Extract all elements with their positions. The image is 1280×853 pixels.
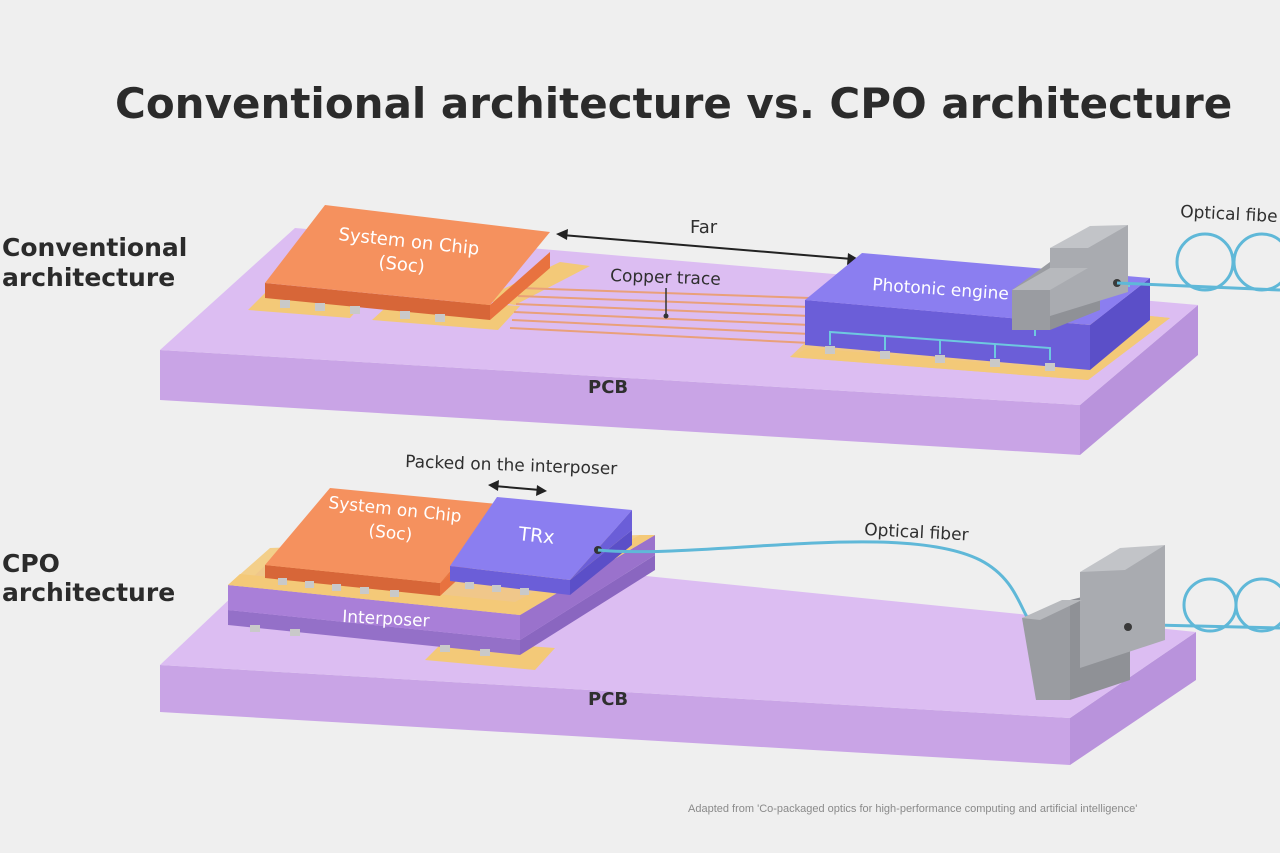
page-title: Conventional architecture vs. CPO archit… xyxy=(115,79,1232,128)
copper-traces xyxy=(509,287,811,344)
far-label: Far xyxy=(690,217,718,238)
conventional-label-line1: Conventional xyxy=(2,233,187,262)
interposer-label: Interposer xyxy=(342,607,430,632)
cpo-soc-label-line2: (Soc) xyxy=(367,521,413,545)
conventional-soc-chip xyxy=(265,205,550,322)
trx-chip xyxy=(450,497,632,595)
conventional-soc-label-line2: (Soc) xyxy=(377,252,425,278)
footnote: Adapted from 'Co-packaged optics for hig… xyxy=(688,803,1137,815)
conventional-label-line2: architecture xyxy=(2,263,175,292)
conventional-optical-fiber xyxy=(1116,232,1280,292)
cpo-fiber-coil xyxy=(1182,577,1280,633)
far-arrow xyxy=(556,229,860,265)
interposer xyxy=(228,535,655,656)
trx-label: TRx xyxy=(516,523,555,549)
cpo-pcb-label: PCB xyxy=(588,689,628,710)
cpo-fiber-connector xyxy=(1022,545,1165,700)
conventional-fiber-connector xyxy=(1012,225,1128,330)
conventional-pcb-label: PCB xyxy=(588,377,628,398)
cpo-diagram: CPO architecture PCB Interposer xyxy=(2,452,1280,765)
copper-trace-label: Copper trace xyxy=(610,266,721,290)
copper-trace-pointer-dot xyxy=(663,313,669,319)
cpo-label-line2: architecture xyxy=(2,578,175,607)
packed-arrow xyxy=(488,480,547,496)
conventional-diagram: Conventional architecture PCB Copper tra… xyxy=(2,202,1280,455)
conventional-fiber-label: Optical fibe xyxy=(1180,202,1278,227)
cpo-optical-fiber xyxy=(597,540,1280,630)
packed-label: Packed on the interposer xyxy=(405,452,618,479)
cpo-label-line1: CPO xyxy=(2,549,60,578)
